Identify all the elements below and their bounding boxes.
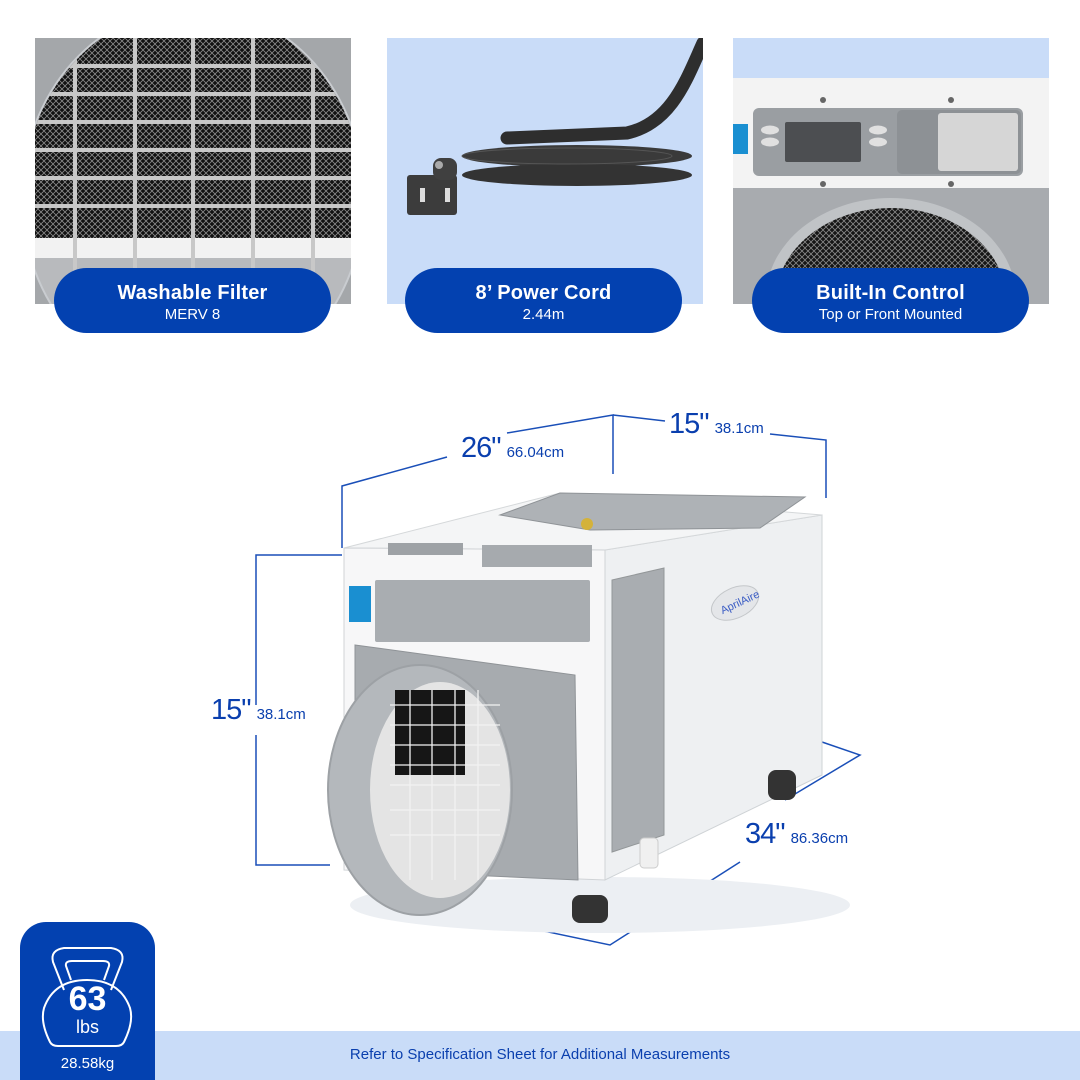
- feature-washable-filter: Washable Filter MERV 8: [54, 268, 331, 333]
- power-cord-image: [387, 38, 703, 304]
- feature-title: 8’ Power Cord: [475, 282, 612, 304]
- kettlebell-icon: [41, 947, 133, 1047]
- weight-value: 63: [68, 980, 107, 1018]
- dimension-width: 26"66.04cm: [461, 432, 565, 464]
- feature-power-cord: 8’ Power Cord 2.44m: [405, 268, 682, 333]
- feature-title: Built-In Control: [816, 282, 965, 304]
- feature-built-in-control: Built-In Control Top or Front Mounted: [752, 268, 1029, 333]
- weight-metric: 28.58kg: [60, 1055, 115, 1072]
- energy-star-badge: [349, 586, 371, 622]
- feature-title: Washable Filter: [117, 282, 268, 304]
- feature-subtitle: Top or Front Mounted: [818, 306, 963, 323]
- feature-subtitle: MERV 8: [164, 306, 221, 323]
- dimension-length: 34"86.36cm: [745, 818, 849, 850]
- dimension-depth: 15"38.1cm: [669, 408, 764, 440]
- power-cord-icon: [407, 38, 703, 215]
- feature-subtitle: 2.44m: [522, 306, 565, 323]
- dimension-height: 15"38.1cm: [211, 694, 306, 726]
- footer-note: Refer to Specification Sheet for Additio…: [349, 1046, 731, 1063]
- weight-unit: lbs: [75, 1017, 99, 1037]
- footer-bar: [0, 1031, 1080, 1080]
